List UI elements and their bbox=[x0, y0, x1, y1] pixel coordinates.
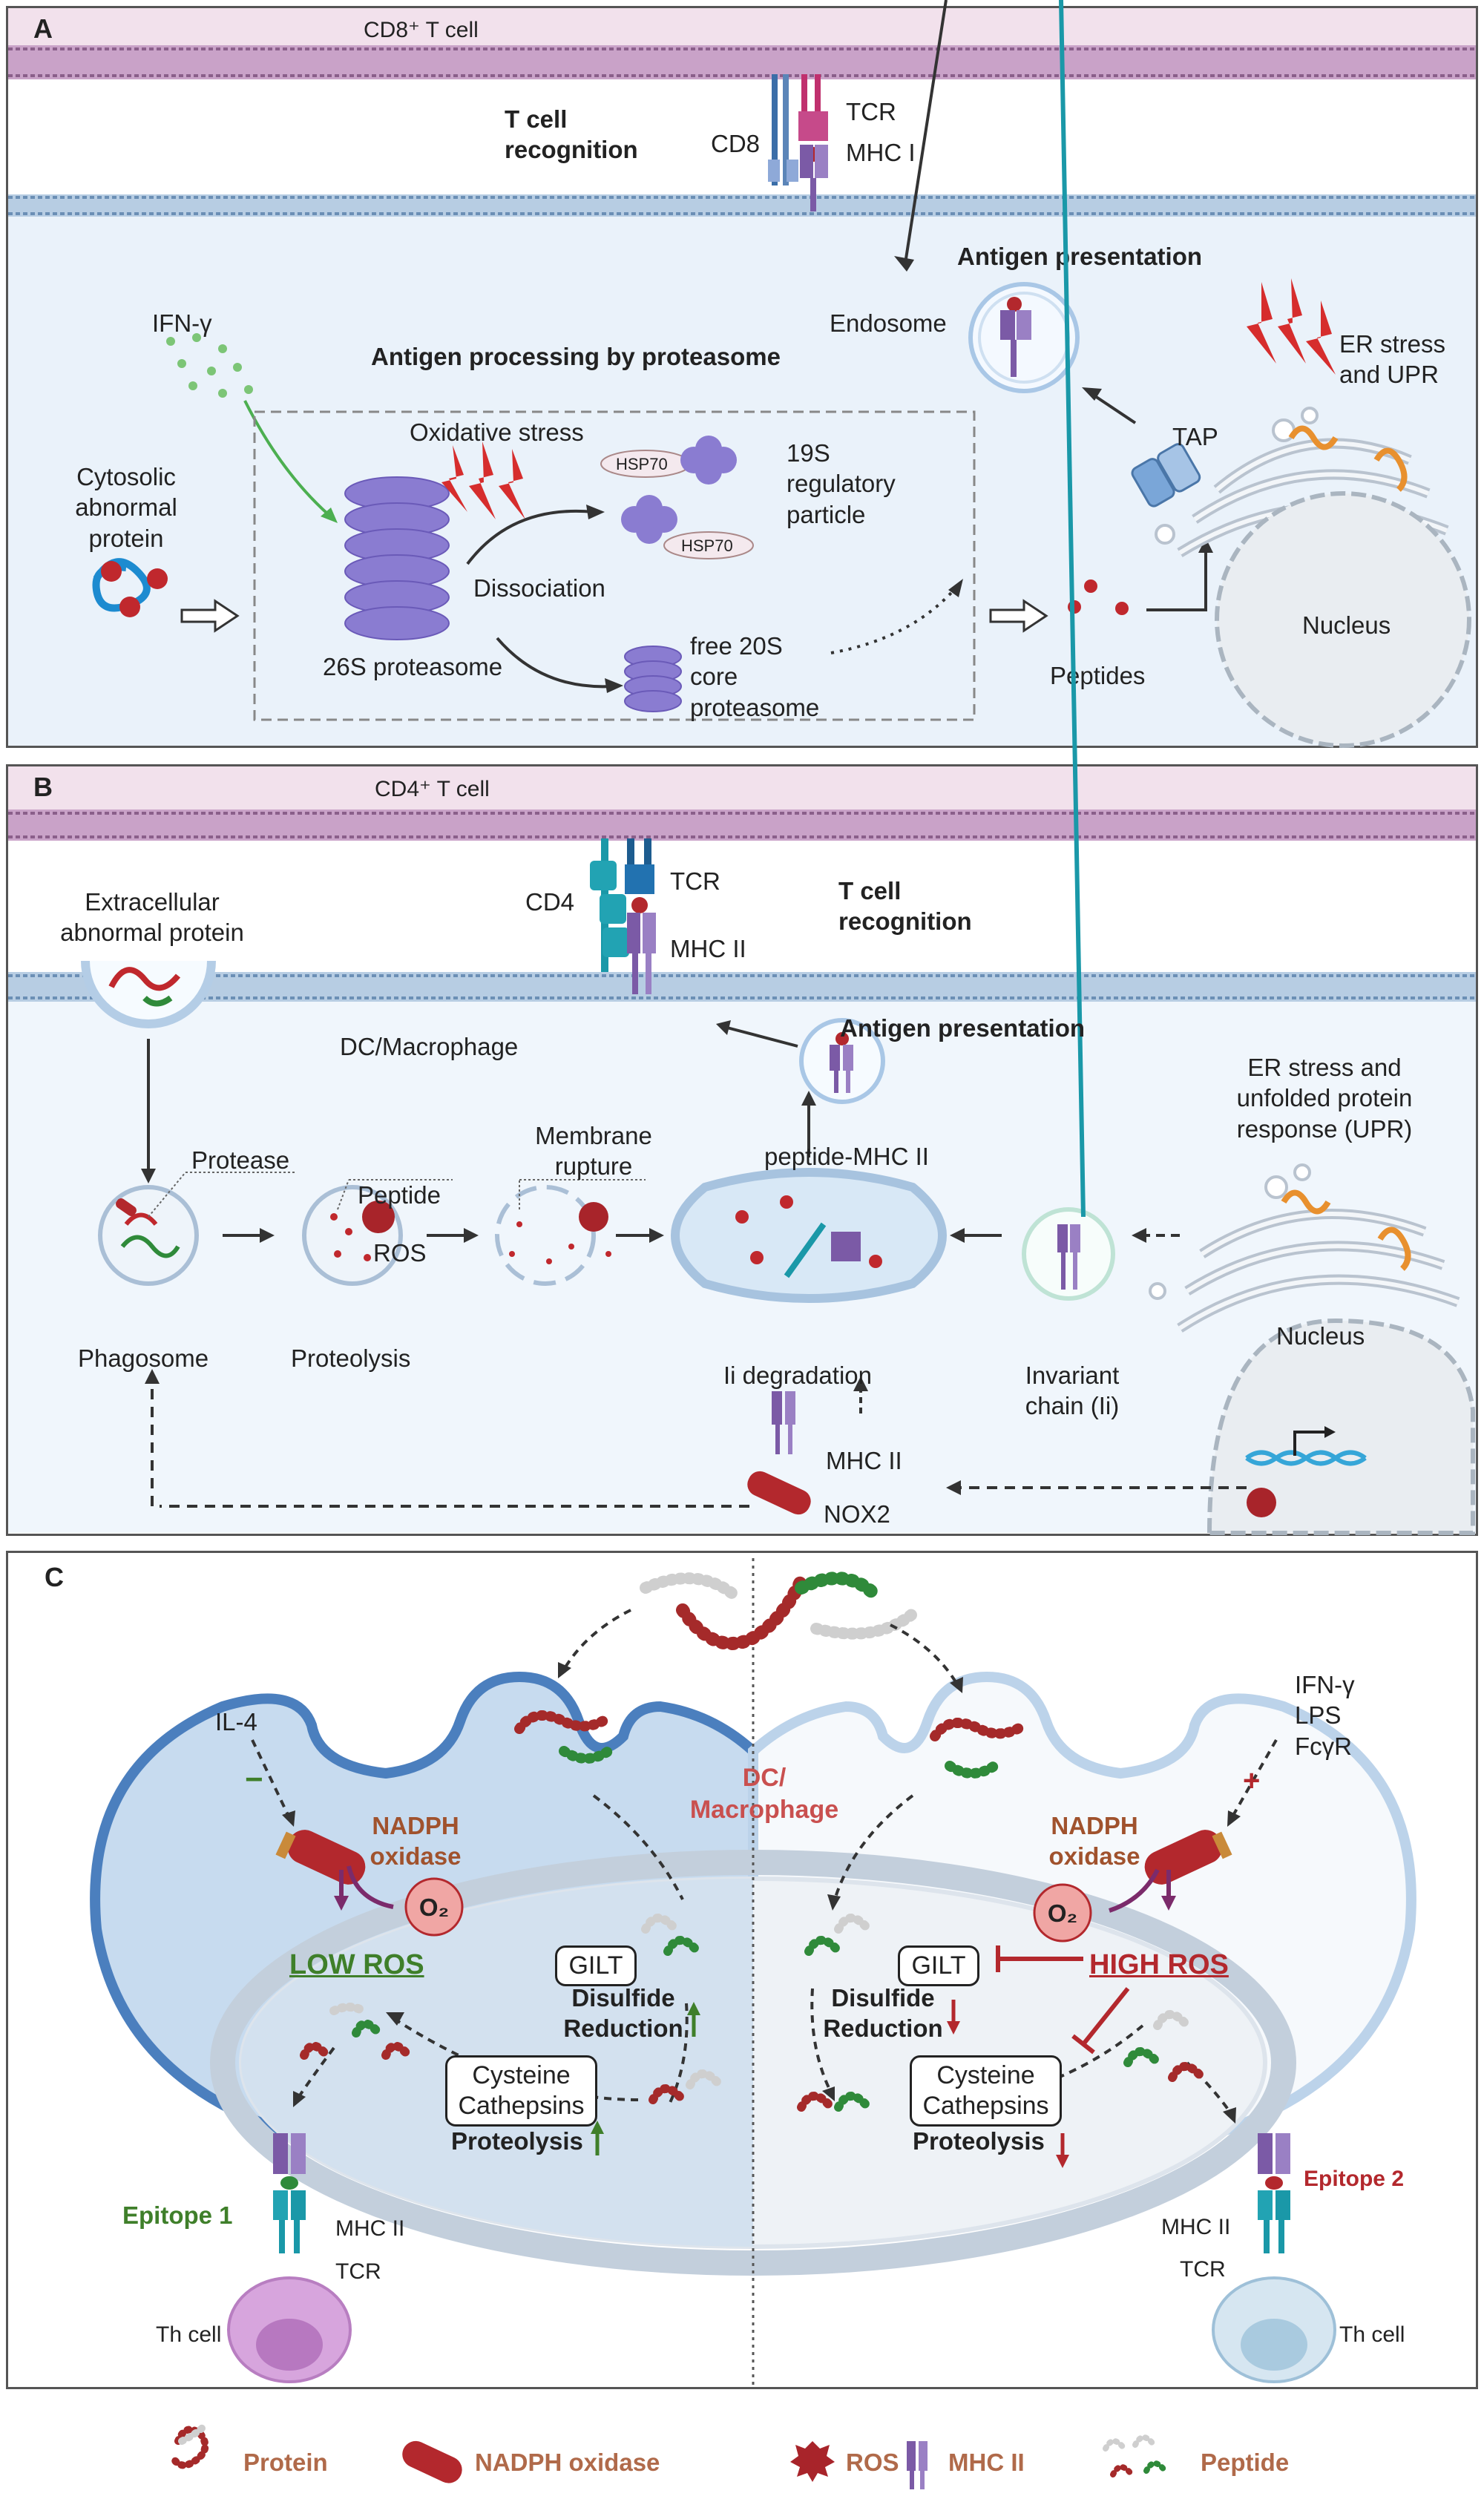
antigen-processing-title: Antigen processing by proteasome bbox=[371, 343, 781, 370]
cd8-label: CD8 bbox=[711, 130, 761, 157]
mhc2-right-label: MHC II bbox=[1161, 2215, 1231, 2239]
er-stress-label: ER stress and UPR bbox=[1339, 330, 1446, 389]
t-cell-recognition-label-b: T cell recognition bbox=[838, 877, 972, 936]
oxidative-stress-label: Oxidative stress bbox=[410, 418, 584, 446]
il4-label: IL-4 bbox=[215, 1708, 257, 1735]
peptides-label: Peptides bbox=[1050, 662, 1146, 689]
legend-nadph-icon bbox=[402, 2440, 462, 2483]
cd8-t-cell-label: CD8⁺ T cell bbox=[364, 18, 479, 42]
th-cell-right-label: Th cell bbox=[1339, 2322, 1405, 2347]
legend-ros-icon bbox=[790, 2441, 835, 2482]
legend-protein-label: Protein bbox=[243, 2449, 328, 2476]
legend-peptide-label: Peptide bbox=[1201, 2449, 1290, 2476]
protease-label: Protease bbox=[191, 1146, 290, 1174]
mhc2-lower-label: MHC II bbox=[826, 1447, 902, 1474]
nucleus-label-b: Nucleus bbox=[1276, 1322, 1365, 1350]
nadph-oxidase-right-label: NADPH oxidase bbox=[1048, 1812, 1140, 1871]
legend-nadph-label: NADPH oxidase bbox=[475, 2449, 660, 2476]
o2-right-label: O₂ bbox=[1047, 1899, 1078, 1927]
dc-macrophage-label: DC/Macrophage bbox=[340, 1033, 519, 1060]
extracellular-protein-label: Extracellular abnormal protein bbox=[60, 888, 244, 947]
endosome-label: Endosome bbox=[830, 309, 947, 337]
low-ros-label: LOW ROS bbox=[289, 1949, 424, 1980]
dc-macrophage-c-label: DC/ Macrophage bbox=[689, 1764, 839, 1824]
panel-a-label: A bbox=[33, 13, 53, 44]
dissociation-label: Dissociation bbox=[473, 574, 605, 602]
t-cell-recognition-label: T cell recognition bbox=[505, 105, 638, 164]
cysteine-left-box: Cysteine Cathepsins bbox=[445, 2055, 597, 2127]
er-stress-upr-label: ER stress and unfolded protein response … bbox=[1236, 1054, 1413, 1143]
legend-protein-icon bbox=[171, 2426, 209, 2469]
epitope2-label: Epitope 2 bbox=[1304, 2167, 1405, 2191]
plus-sign: + bbox=[1243, 1764, 1261, 1797]
phagosome-label: Phagosome bbox=[78, 1344, 209, 1372]
nucleus-label: Nucleus bbox=[1302, 611, 1391, 639]
epitope1-label: Epitope 1 bbox=[122, 2201, 233, 2229]
ifn-gamma-label: IFN-γ bbox=[152, 309, 212, 337]
cytosolic-protein-label: Cytosolic abnormal protein bbox=[75, 463, 177, 552]
o2-left-label: O₂ bbox=[418, 1894, 450, 1921]
ros-label: ROS bbox=[373, 1239, 427, 1267]
tcr-label-b: TCR bbox=[670, 867, 720, 895]
tap-label: TAP bbox=[1172, 423, 1218, 450]
invariant-chain-label: Invariant chain (Ii) bbox=[1025, 1362, 1120, 1420]
panel-b-label: B bbox=[33, 772, 53, 802]
proteolysis-left-label: Proteolysis bbox=[451, 2127, 583, 2155]
cd4-t-cell-label: CD4⁺ T cell bbox=[375, 777, 490, 801]
tcr-label: TCR bbox=[846, 98, 896, 125]
legend-ros-label: ROS bbox=[846, 2449, 899, 2476]
minus-sign: − bbox=[245, 1761, 263, 1796]
panel-c-label: C bbox=[45, 1562, 64, 1592]
legend-mhc2-label: MHC II bbox=[948, 2449, 1025, 2476]
hsp70-label-a: HSP70 bbox=[616, 455, 668, 473]
nadph-oxidase-left-label: NADPH oxidase bbox=[370, 1812, 462, 1871]
nox2-label: NOX2 bbox=[824, 1500, 890, 1528]
mhc2-left-label: MHC II bbox=[335, 2216, 405, 2241]
peptide-label: Peptide bbox=[358, 1181, 441, 1209]
gilt-right-box: GILT bbox=[898, 1945, 979, 1986]
disulfide-right-label: Disulfide Reduction bbox=[823, 1984, 943, 2043]
high-ros-label: HIGH ROS bbox=[1089, 1949, 1229, 1980]
proteolysis-label: Proteolysis bbox=[291, 1344, 411, 1372]
ifn-lps-fcgr-label: IFN-γ LPS FcγR bbox=[1295, 1671, 1355, 1760]
th-cell-left-label: Th cell bbox=[156, 2322, 222, 2347]
ii-degradation-label: Ii degradation bbox=[723, 1362, 872, 1389]
gilt-left-box: GILT bbox=[555, 1945, 637, 1986]
free-20s-label: free 20S core proteasome bbox=[690, 632, 820, 721]
mhc2-label-b: MHC II bbox=[670, 935, 746, 962]
proteolysis-right-label: Proteolysis bbox=[913, 2127, 1045, 2155]
mhc1-label: MHC I bbox=[846, 139, 916, 166]
tcr-right-label: TCR bbox=[1180, 2257, 1226, 2282]
cysteine-right-box: Cysteine Cathepsins bbox=[910, 2055, 1062, 2127]
antigen-presentation-label-b: Antigen presentation bbox=[840, 1014, 1086, 1042]
proteasome-26s-label: 26S proteasome bbox=[323, 653, 503, 680]
tcr-left-label: TCR bbox=[335, 2259, 381, 2284]
legend-mhc2-icon bbox=[907, 2441, 928, 2489]
regulatory-particle-label: 19S regulatory particle bbox=[787, 439, 896, 528]
legend-peptide-icon bbox=[1103, 2434, 1168, 2477]
disulfide-left-label: Disulfide Reduction bbox=[563, 1984, 683, 2043]
membrane-rupture-label: Membrane rupture bbox=[535, 1122, 652, 1180]
cd4-label: CD4 bbox=[525, 888, 575, 916]
peptide-mhc-label: peptide-MHC II bbox=[764, 1143, 929, 1170]
antigen-presentation-label: Antigen presentation bbox=[957, 243, 1203, 270]
hsp70-label-b: HSP70 bbox=[681, 536, 733, 555]
